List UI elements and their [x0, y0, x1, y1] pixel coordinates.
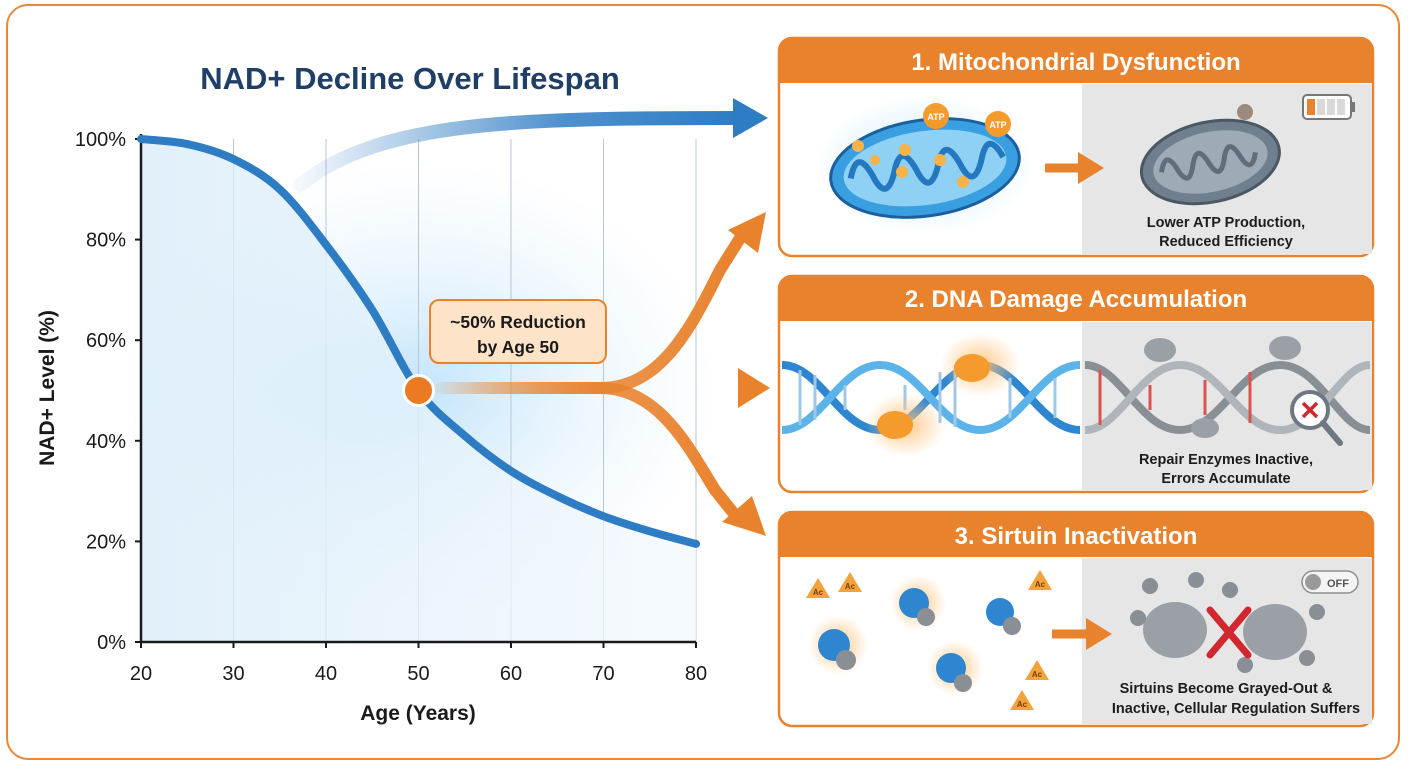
toggle-label: OFF: [1327, 578, 1349, 590]
magnifier-error-icon: [1290, 390, 1343, 446]
x-tick-labels: 20 30 40 50 60 70 80: [130, 642, 707, 685]
panel-2-caption-2: Errors Accumulate: [1161, 471, 1290, 487]
orange-branch-arrows: [434, 212, 770, 536]
panel-1-title: 1. Mitochondrial Dysfunction: [911, 49, 1240, 76]
panel-1-caption-1: Lower ATP Production,: [1147, 215, 1305, 231]
x-tick-label: 30: [222, 663, 244, 685]
arrow-to-mitochondria: [293, 111, 747, 192]
inactive-sirtuin-icons: [1130, 572, 1325, 673]
battery-low-icon: [1302, 94, 1355, 120]
y-tick-label: 60%: [86, 330, 126, 352]
svg-text:ATP: ATP: [927, 112, 944, 122]
dna-helix-damaged: [1084, 336, 1371, 438]
x-tick-label: 50: [407, 663, 429, 685]
svg-text:Ac: Ac: [1017, 700, 1028, 709]
panel-2-caption-1: Repair Enzymes Inactive,: [1139, 452, 1313, 468]
off-toggle-icon: OFF: [1301, 570, 1359, 594]
panel-sirtuin-inactivation: 3. Sirtuin Inactivation Ac Ac Ac Ac Ac: [777, 510, 1375, 728]
svg-text:Ac: Ac: [1032, 670, 1043, 679]
active-sirtuin-icons: Ac Ac Ac Ac Ac: [806, 570, 1052, 710]
highlight-point-age-50: [402, 374, 435, 407]
panel-dna-damage: 2. DNA Damage Accumulation: [777, 274, 1375, 494]
panel-mitochondrial-dysfunction: 1. Mitochondrial Dysfunction ATP ATP: [777, 36, 1375, 258]
x-tick-label: 70: [592, 663, 614, 685]
callout-line-2: by Age 50: [477, 337, 559, 357]
arrow-head-blue: [733, 98, 768, 138]
panel-3-caption-1: Sirtuins Become Grayed-Out &: [1120, 681, 1333, 697]
svg-text:Ac: Ac: [1035, 580, 1046, 589]
x-tick-label: 60: [500, 663, 522, 685]
callout-line-1: ~50% Reduction: [450, 312, 586, 332]
svg-text:Ac: Ac: [813, 588, 824, 597]
x-tick-label: 20: [130, 663, 152, 685]
y-tick-label: 80%: [86, 230, 126, 252]
y-axis-label: NAD+ Level (%): [36, 310, 59, 466]
reduction-callout: ~50% Reduction by Age 50: [429, 299, 607, 364]
panel-3-caption-2: Inactive, Cellular Regulation Suffers: [1112, 701, 1360, 717]
atp-molecules: ATP ATP: [852, 103, 1011, 188]
x-tick-label: 80: [685, 663, 707, 685]
y-tick-label: 100%: [75, 129, 126, 151]
chart-title: NAD+ Decline Over Lifespan: [200, 61, 620, 96]
panel-1-caption-2: Reduced Efficiency: [1159, 234, 1293, 250]
svg-text:Ac: Ac: [845, 582, 856, 591]
damaged-mitochondrion-icon: [1139, 118, 1281, 206]
y-tick-label: 20%: [86, 531, 126, 553]
repair-enzyme-icons: [865, 333, 1020, 457]
panel-3-title: 3. Sirtuin Inactivation: [955, 523, 1198, 550]
y-tick-labels: 0% 20% 40% 60% 80% 100%: [75, 129, 141, 654]
panel-2-title: 2. DNA Damage Accumulation: [905, 286, 1247, 313]
y-tick-label: 40%: [86, 431, 126, 453]
x-axis-label: Age (Years): [360, 702, 476, 725]
svg-text:ATP: ATP: [989, 120, 1006, 130]
x-tick-label: 40: [315, 663, 337, 685]
healthy-mitochondrion-icon: [829, 117, 1021, 219]
y-tick-label: 0%: [97, 632, 126, 654]
